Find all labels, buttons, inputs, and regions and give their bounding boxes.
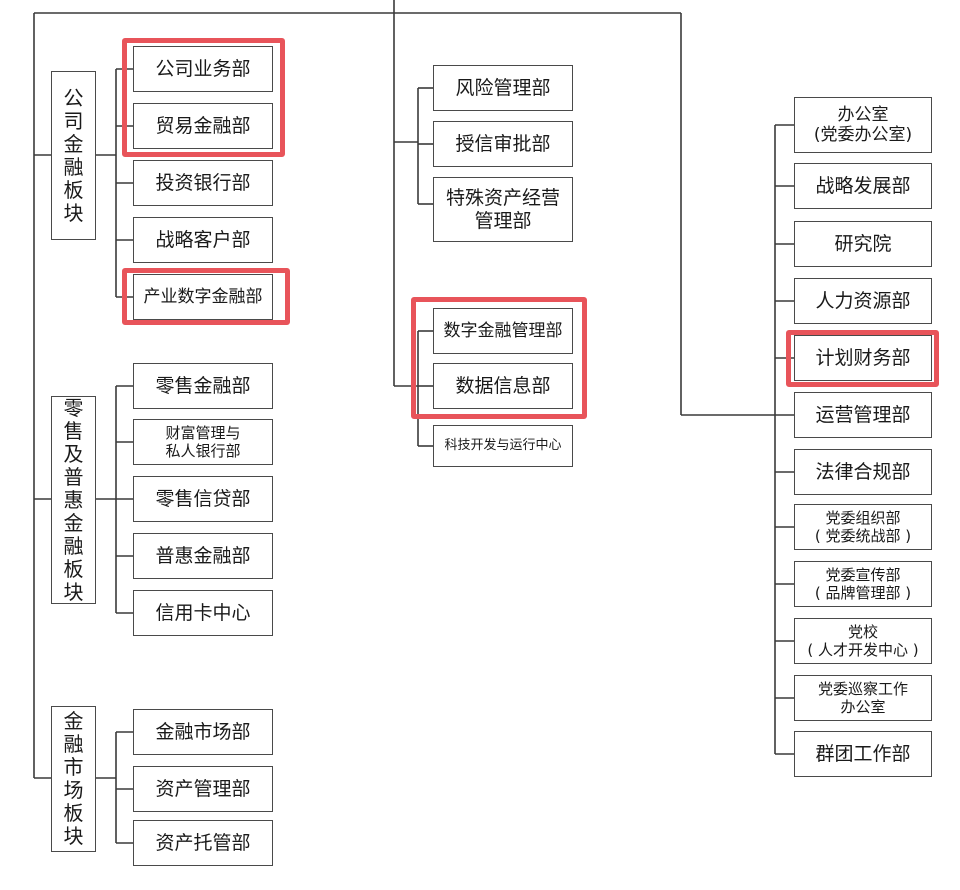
dept-special-assets: 特殊资产经营 管理部: [433, 177, 573, 242]
dept-party-school: 党校 ( 人才开发中心 ): [794, 618, 932, 664]
dept-trade-finance: 贸易金融部: [133, 103, 273, 149]
dept-credit-approval: 授信审批部: [433, 121, 573, 167]
dept-legal-compliance: 法律合规部: [794, 449, 932, 495]
dept-research-institute: 研究院: [794, 221, 932, 267]
dept-inclusive-finance: 普惠金融部: [133, 533, 273, 579]
dept-human-resources: 人力资源部: [794, 278, 932, 324]
dept-industrial-digital-finance: 产业数字金融部: [133, 274, 273, 320]
dept-retail-finance: 零售金融部: [133, 363, 273, 409]
dept-investment-banking: 投资银行部: [133, 160, 273, 206]
dept-strategic-clients: 战略客户部: [133, 217, 273, 263]
dept-asset-custody: 资产托管部: [133, 820, 273, 866]
dept-party-organization: 党委组织部 ( 党委统战部 ): [794, 504, 932, 550]
dept-data-information: 数据信息部: [433, 363, 573, 409]
dept-party-inspection-office: 党委巡察工作 办公室: [794, 675, 932, 721]
dept-strategic-development: 战略发展部: [794, 163, 932, 209]
dept-corporate-business: 公司业务部: [133, 46, 273, 92]
dept-asset-management: 资产管理部: [133, 766, 273, 812]
dept-office: 办公室 (党委办公室): [794, 97, 932, 153]
dept-digital-finance-management: 数字金融管理部: [433, 308, 573, 354]
dept-mass-organizations: 群团工作部: [794, 731, 932, 777]
dept-operations-management: 运营管理部: [794, 392, 932, 438]
segment-retail: 零售及普惠金融板块: [51, 396, 96, 604]
segment-corporate: 公司金融板块: [51, 71, 96, 240]
dept-tech-dev-operations: 科技开发与运行中心: [433, 425, 573, 467]
dept-retail-credit: 零售信贷部: [133, 476, 273, 522]
dept-wealth-private-banking: 财富管理与 私人银行部: [133, 419, 273, 465]
dept-credit-card-center: 信用卡中心: [133, 590, 273, 636]
dept-party-publicity: 党委宣传部 ( 品牌管理部 ): [794, 561, 932, 607]
dept-financial-markets: 金融市场部: [133, 709, 273, 755]
dept-risk-management: 风险管理部: [433, 65, 573, 111]
dept-planning-finance: 计划财务部: [794, 335, 932, 381]
segment-markets: 金融市场板块: [51, 706, 96, 852]
